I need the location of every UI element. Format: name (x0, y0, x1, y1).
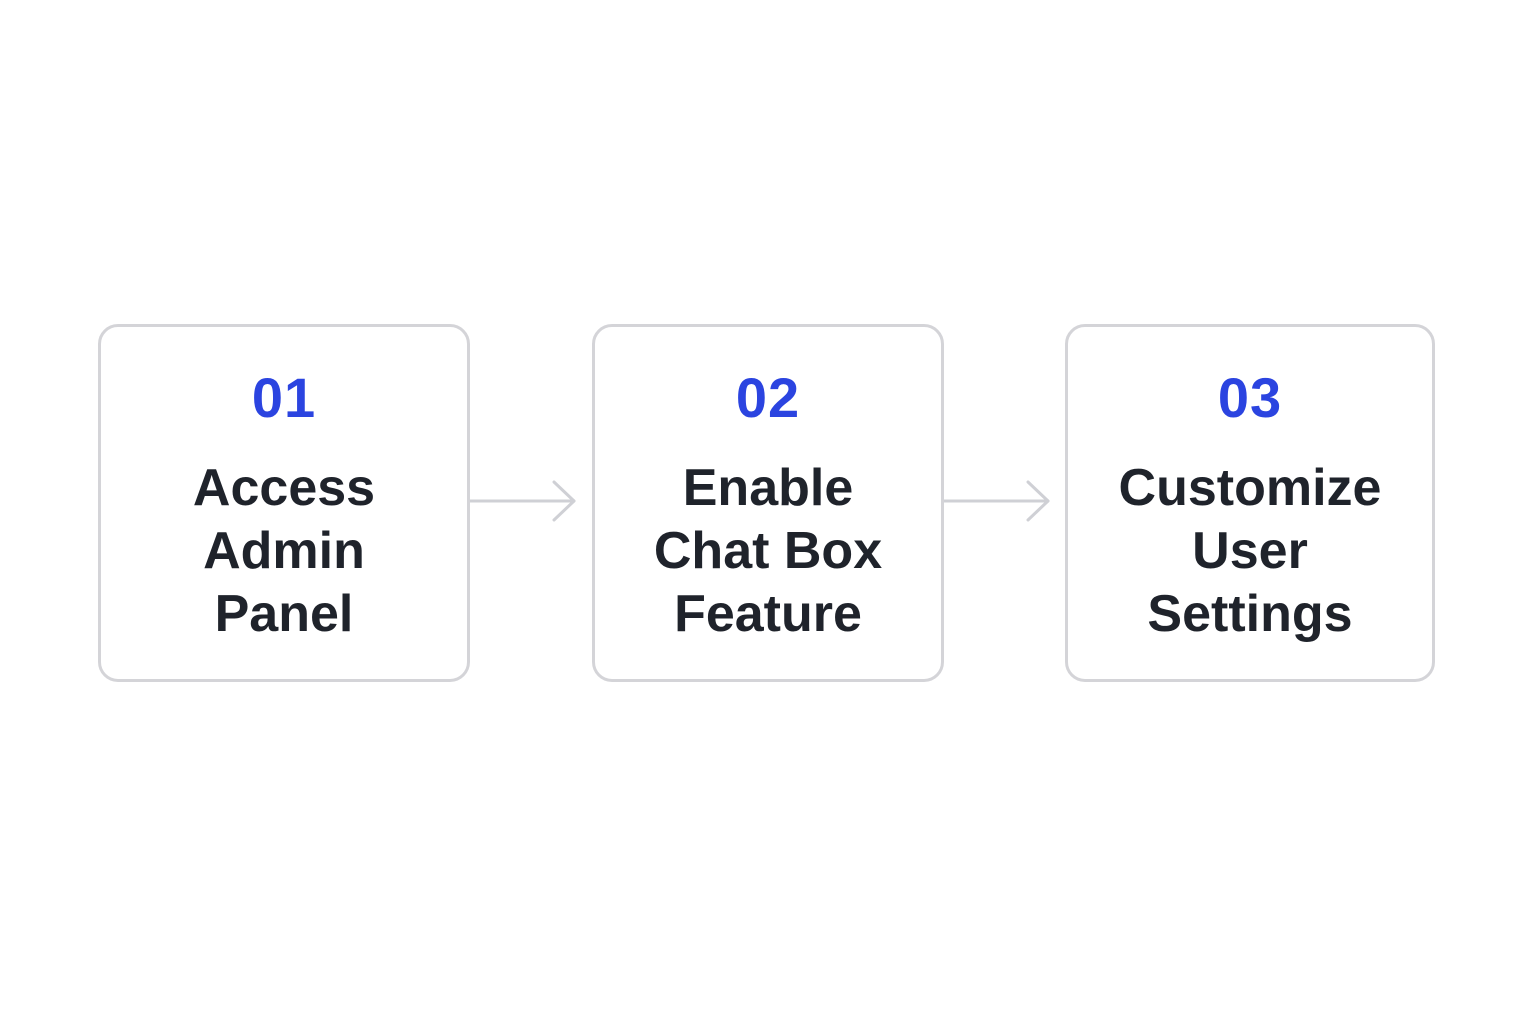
step-title-line: Enable (682, 459, 854, 517)
step-card-3: 03 Customize User Settings (1065, 324, 1435, 682)
step-title-line: Feature (674, 585, 862, 643)
step-number: 01 (251, 366, 317, 429)
step-title-line: Access (192, 459, 376, 517)
step-title-line: User (1192, 522, 1308, 580)
step-title-line: Customize (1118, 459, 1382, 517)
arrow-right-icon (944, 480, 1050, 522)
step-card-2: 02 Enable Chat Box Feature (592, 324, 944, 682)
step-card-1: 01 Access Admin Panel (98, 324, 470, 682)
step-number: 03 (1217, 366, 1283, 429)
step-title-line: Settings (1147, 585, 1353, 643)
step-title-line: Chat Box (653, 522, 883, 580)
step-number: 02 (735, 366, 801, 429)
step-title-line: Admin (203, 522, 365, 580)
arrow-right-icon (470, 480, 576, 522)
step-title: Access Admin Panel (101, 457, 467, 646)
step-title: Customize User Settings (1068, 457, 1432, 646)
step-title: Enable Chat Box Feature (595, 457, 941, 646)
step-title-line: Panel (214, 585, 354, 643)
